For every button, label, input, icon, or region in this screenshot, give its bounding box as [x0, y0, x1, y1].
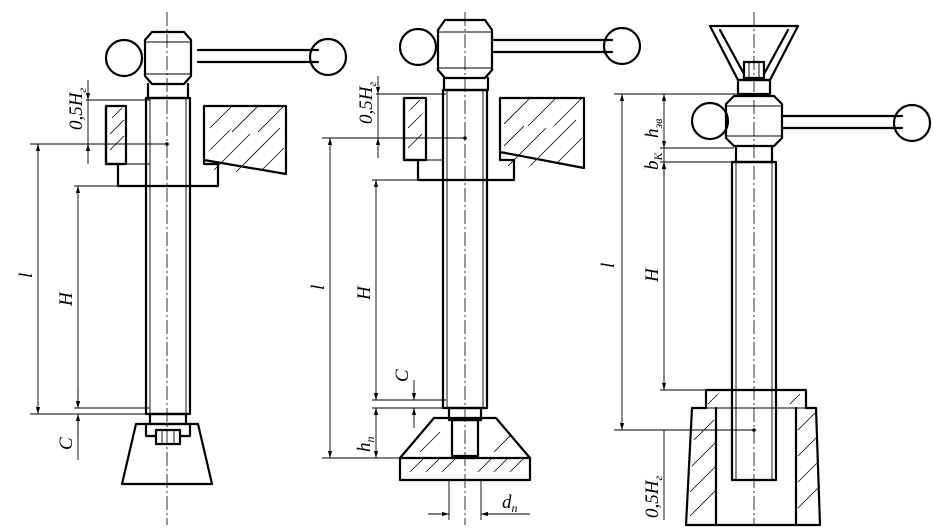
- fig1-screw-shaft: [144, 96, 192, 416]
- fig2-body: [402, 96, 586, 182]
- fig2-dimensions: [327, 76, 530, 517]
- fig2-l-label: l: [308, 285, 329, 290]
- fig3-half-h-label: 0,5Hг: [642, 476, 665, 518]
- fig2-extension-lines: [322, 93, 482, 520]
- fig3-b-label: bК: [642, 152, 665, 171]
- fig3-h-label: hзв: [642, 119, 665, 138]
- fig3-dimensions: [619, 94, 667, 520]
- fig2-H-label: H: [354, 285, 375, 301]
- fig3-base-body: [684, 388, 822, 527]
- fig1-half-h-label: 0,5Hг: [66, 88, 89, 130]
- fig1-conical-foot: [120, 412, 214, 486]
- fig3-extension-lines: [614, 93, 754, 431]
- fig1-body: [104, 104, 288, 188]
- fig2-half-h-label: 0,5Hг: [356, 82, 379, 124]
- fig3-H-label: H: [642, 267, 663, 283]
- fig2-C-label: C: [392, 369, 413, 382]
- fig2-d-label: dп: [502, 492, 518, 515]
- fig2-handle: [398, 26, 642, 67]
- fig1-l-label: l: [16, 273, 37, 278]
- fig1-H-label: H: [56, 291, 77, 307]
- fig2-h-label: hп: [354, 437, 377, 453]
- fig1-screw-head: [143, 30, 193, 100]
- figure-3-jack-with-cup-head: hзв bК l H 0,5Hг: [598, 12, 932, 527]
- fig3-cup-support: [708, 24, 800, 96]
- fig3-l-label: l: [598, 263, 619, 268]
- fig3-handle: [690, 101, 932, 143]
- fig1-extension-lines: [30, 99, 167, 415]
- fig1-C-label: C: [56, 437, 77, 450]
- figure-2-jack-with-flat-foot: 0,5Hг l H C hп dп: [308, 12, 642, 525]
- fig1-handle: [104, 37, 348, 78]
- fig1-dimensions: [35, 80, 91, 460]
- fig3-screw-shaft: [730, 160, 778, 482]
- figure-1-jack-with-conical-foot: 0,5Hг l H C: [16, 12, 348, 525]
